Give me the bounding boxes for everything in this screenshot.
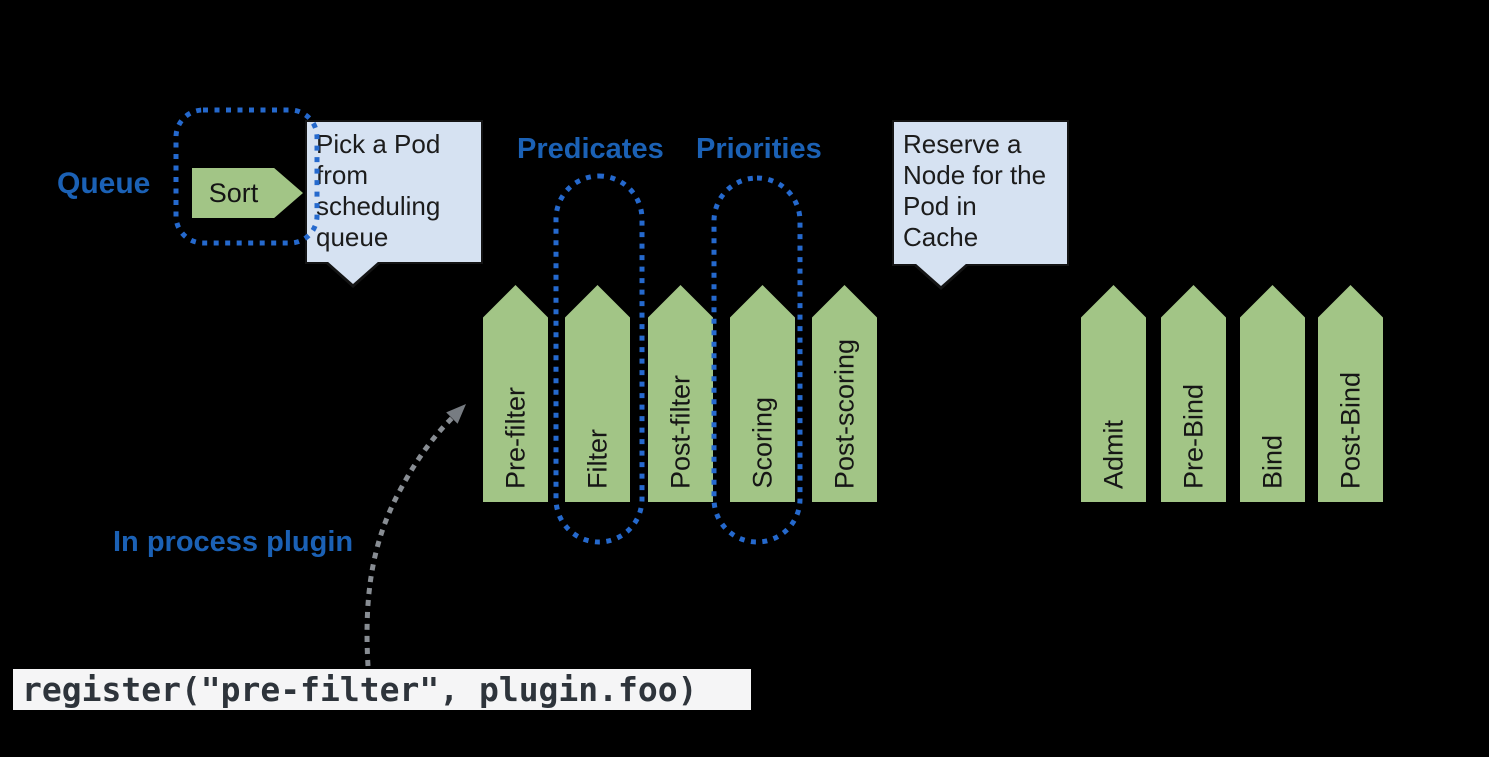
stage-filter-label: Filter [582,429,612,489]
stage-pre-filter-label: Pre-filter [500,386,530,489]
queue-label: Queue [57,167,151,200]
stage-pre-bind-label: Pre-Bind [1178,383,1208,489]
stage-scoring-label: Scoring [747,397,777,489]
priorities-label: Priorities [696,133,822,165]
stage-admit: Admit [1081,285,1146,502]
stage-post-filter: Post-filter [648,285,713,502]
stage-post-bind-label: Post-Bind [1335,371,1365,489]
pick-pod-callout-tail-fill [327,261,379,284]
stage-bind-label: Bind [1257,434,1287,489]
stage-post-scoring-label: Post-scoring [829,338,859,489]
in-process-plugin-arrow [364,416,454,667]
stage-post-scoring: Post-scoring [812,285,877,502]
pick-pod-callout: Pick a Pod from scheduling queue [305,120,483,264]
stage-pre-bind: Pre-Bind [1161,285,1226,502]
sort-stage-label: Sort [208,177,259,208]
stage-post-bind: Post-Bind [1318,285,1383,502]
stage-filter: Filter [565,285,630,502]
stage-pre-filter: Pre-filter [483,285,548,502]
register-code-snippet: register("pre-filter", plugin.foo) [13,669,751,710]
sort-stage-arrow: Sort [192,168,303,218]
in-process-plugin-label: In process plugin [113,526,354,558]
predicates-label: Predicates [517,133,664,165]
stage-scoring: Scoring [730,285,795,502]
reserve-node-callout: Reserve a Node for the Pod in Cache [892,120,1069,266]
arrowhead-icon [446,404,466,424]
stage-admit-label: Admit [1098,419,1128,489]
stage-post-filter-label: Post-filter [665,374,695,489]
reserve-node-callout-tail-fill [915,263,967,286]
stage-bind: Bind [1240,285,1305,502]
